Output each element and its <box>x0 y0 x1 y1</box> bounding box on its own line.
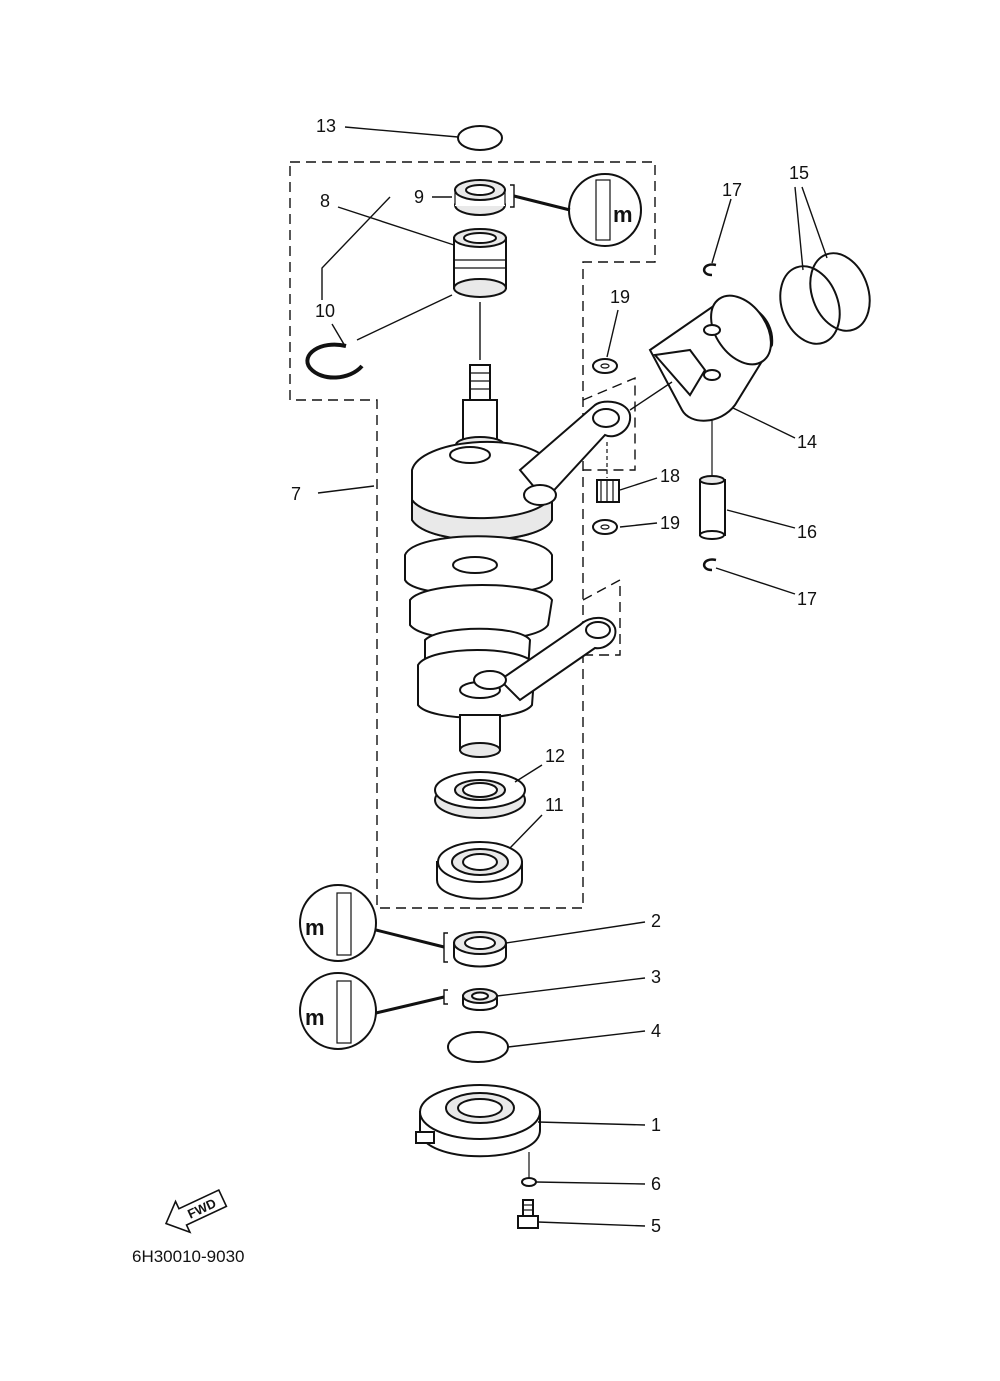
callout-3: 3 <box>651 967 661 987</box>
washer-small <box>521 1177 537 1187</box>
svg-text:m: m <box>305 1005 325 1030</box>
oil-seal-lower-large <box>453 931 507 968</box>
callout-7: 7 <box>291 484 301 504</box>
callout-19-lower: 19 <box>660 513 680 533</box>
lower-bearing-housing <box>415 1084 541 1158</box>
kit-boundary-dashed <box>289 161 656 909</box>
small-end-bearing <box>596 479 620 503</box>
callout-13: 13 <box>316 116 336 136</box>
needle-bearing-top <box>453 228 507 298</box>
callout-15: 15 <box>789 163 809 183</box>
leader-lines <box>317 126 828 1227</box>
callout-14: 14 <box>797 432 817 452</box>
callout-6: 6 <box>651 1174 661 1194</box>
connecting-rod-upper <box>518 400 632 506</box>
labyrinth-seal <box>434 771 526 819</box>
rod-group-boundary-dashed <box>582 376 636 656</box>
crankshaft-assembly <box>404 364 554 758</box>
callout-9: 9 <box>414 187 424 207</box>
callout-16: 16 <box>797 522 817 542</box>
callout-17-upper: 17 <box>722 180 742 200</box>
piston-pin <box>699 475 726 540</box>
callout-8: 8 <box>320 191 330 211</box>
callout-11: 11 <box>545 795 564 815</box>
o-ring-top <box>457 125 503 151</box>
ball-bearing <box>436 841 523 900</box>
callout-10: 10 <box>315 301 335 321</box>
piston <box>648 294 774 422</box>
grease-apply-icon: m <box>613 202 633 227</box>
callout-4: 4 <box>651 1021 661 1041</box>
callout-1: 1 <box>651 1115 661 1135</box>
svg-text:m: m <box>305 915 325 940</box>
grease-symbol-lower-2: m <box>299 972 377 1050</box>
connecting-rod-lower <box>473 616 617 702</box>
oil-seal-lower-small <box>462 988 498 1011</box>
callout-2: 2 <box>651 911 661 931</box>
piston-pin-clip-lower <box>703 558 717 572</box>
diagram-code: 6H30010-9030 <box>132 1247 244 1266</box>
callout-18: 18 <box>660 466 680 486</box>
thrust-washer-lower <box>592 519 618 535</box>
callout-17-lower: 17 <box>797 589 817 609</box>
piston-pin-clip-upper <box>703 263 717 277</box>
oil-seal-top <box>454 179 506 216</box>
piston-rings <box>779 252 871 345</box>
bolt <box>517 1199 539 1229</box>
forward-arrow-icon: FWD <box>164 1189 228 1234</box>
callout-12: 12 <box>545 746 565 766</box>
grease-symbol-top: m <box>568 173 642 247</box>
o-ring-lower <box>447 1031 509 1063</box>
callout-19-upper: 19 <box>610 287 630 307</box>
callout-5: 5 <box>651 1216 661 1236</box>
grease-symbol-lower-1: m <box>299 884 377 962</box>
thrust-washer-upper <box>592 358 618 374</box>
circlip-top <box>305 342 364 380</box>
